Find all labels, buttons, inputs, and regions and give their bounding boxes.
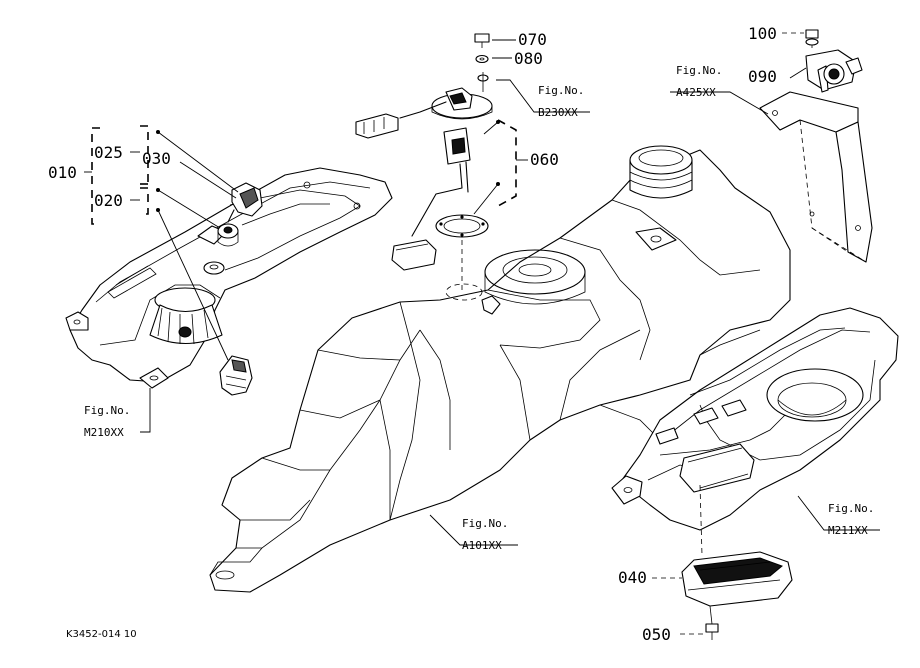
figure-references: Fig.No. M210XX Fig.No. B230XX Fig.No. A4…: [84, 64, 874, 552]
rear-bracket: [759, 91, 873, 263]
screw-near-b230: [477, 72, 489, 92]
left-panel-assembly: [65, 167, 393, 389]
figref-m211-line2: M211XX: [828, 524, 868, 537]
ignition-key: [227, 182, 263, 223]
washer-080: [475, 54, 489, 64]
key-switch: [217, 223, 239, 247]
bolt-100: [805, 29, 819, 46]
main-frame: [209, 145, 791, 593]
label-040: 040: [618, 568, 647, 587]
label-100: 100: [748, 24, 777, 43]
figref-b230-line1: Fig.No.: [538, 84, 584, 97]
figref-b230-line2: B230XX: [538, 106, 578, 119]
label-050: 050: [642, 625, 671, 644]
figref-a425-line2: A425XX: [676, 86, 716, 99]
right-console-panel: [611, 307, 899, 556]
switch-connector: [219, 355, 253, 396]
label-025: 025: [94, 143, 123, 162]
screw-070: [474, 33, 490, 48]
figref-m211-line1: Fig.No.: [828, 502, 874, 515]
figref-a101-line2: A101XX: [462, 539, 502, 552]
label-090: 090: [748, 67, 777, 86]
label-060: 060: [530, 150, 559, 169]
label-010: 010: [48, 163, 77, 182]
figref-a101-line1: Fig.No.: [462, 517, 508, 530]
figref-a425-line1: Fig.No.: [676, 64, 722, 77]
label-030: 030: [142, 149, 171, 168]
panel-040: [681, 551, 793, 625]
bracket-unit: [805, 36, 863, 93]
fuel-sender-assembly: [355, 87, 493, 290]
drawing-code: K3452-014 10: [66, 629, 137, 640]
label-020: 020: [94, 191, 123, 210]
figref-m210-line2: M210XX: [84, 426, 124, 439]
label-080: 080: [514, 49, 543, 68]
leader-lines: [84, 32, 880, 635]
screw-050: [705, 623, 719, 640]
label-070: 070: [518, 30, 547, 49]
part-labels: 010 025 030 020 070 080 060 100 090 040 …: [48, 24, 777, 644]
figref-m210-line1: Fig.No.: [84, 404, 130, 417]
